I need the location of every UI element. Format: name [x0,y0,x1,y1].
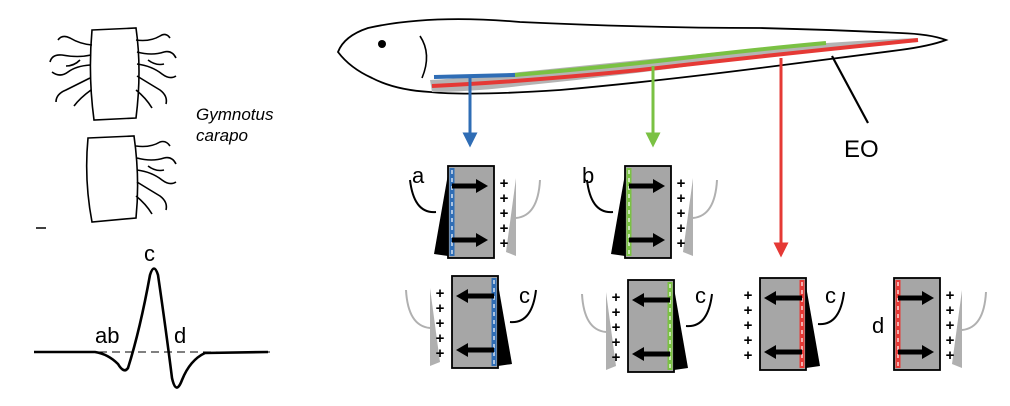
current-arrowhead [632,293,644,307]
panel-c-green: +++++c [581,279,713,373]
electrocyte-sketch-bottom [85,135,177,223]
electrocyte-body [893,277,941,371]
nerve-fiber [409,179,437,214]
electrocyte-body [624,165,672,259]
panel-label: c [825,283,836,308]
panel-label: c [695,283,706,308]
plus-sign: + [436,330,445,347]
nerve-blue [433,73,516,79]
panel-b: +++++b [582,163,718,259]
fish [336,18,949,95]
nerve-red [431,38,919,88]
gray-nerve-fiber [405,289,431,329]
electrocyte-body [447,165,495,259]
plus-sign: + [744,347,753,364]
plus-sign: + [612,334,621,351]
current-arrowhead [764,345,776,359]
plus-sign: + [677,205,686,222]
current-arrowhead [456,289,468,303]
nerve-fiber [586,179,614,214]
waveform-label-ab: ab [95,323,119,348]
innervation-wedge [434,174,448,256]
plus-sign: + [946,302,955,319]
nerve-fiber [685,293,713,328]
gray-wedge [952,290,962,368]
panel-c-blue: +++++c [405,275,537,369]
plus-sign: + [500,235,509,252]
gray-wedge [430,288,440,366]
panel-a: +++++a [409,163,541,259]
innervation-wedge [674,288,688,370]
gray-wedge [683,178,693,256]
plus-sign: + [946,317,955,334]
plus-sign: + [436,315,445,332]
plus-sign: + [436,285,445,302]
species-name-line2: carapo [196,126,248,145]
fish-body-outline [336,18,949,95]
gray-wedge [606,292,616,370]
plus-sign: + [744,302,753,319]
plus-sign: + [500,190,509,207]
plus-sign: + [677,175,686,192]
plus-sign: + [500,175,509,192]
innervation-wedge [806,286,820,368]
current-arrowhead [653,179,665,193]
current-arrowhead [456,343,468,357]
plus-sign: + [744,287,753,304]
gray-wedge [506,178,516,256]
plus-sign: + [744,317,753,334]
innervation-wedge [498,284,512,366]
waveform-label-c: c [144,241,155,266]
plus-sign: + [500,220,509,237]
panel-label: d [872,313,884,338]
plus-sign: + [677,190,686,207]
plus-sign: + [744,332,753,349]
current-arrowhead [922,291,934,305]
fish-gill [419,35,428,79]
panel-label: c [519,283,530,308]
plus-sign: + [500,205,509,222]
electrocyte-sketch-top [49,27,177,121]
plus-sign: + [436,300,445,317]
plus-sign: + [677,235,686,252]
panel-d: +++++d [872,277,987,371]
plus-sign: + [612,304,621,321]
plus-sign: + [677,220,686,237]
nerve-green [514,41,827,77]
waveform-label-d: d [174,323,186,348]
current-arrowhead [476,233,488,247]
gray-nerve-fiber [961,291,987,331]
eo-label: EO [844,136,879,163]
gray-nerve-fiber [692,179,718,219]
fish-eye [378,40,386,48]
plus-sign: + [612,349,621,366]
current-arrowhead [764,291,776,305]
innervation-wedge [611,174,625,256]
nerve-fiber [509,289,537,324]
plus-sign: + [946,347,955,364]
current-arrowhead [922,345,934,359]
plus-sign: + [436,345,445,362]
plus-sign: + [946,332,955,349]
electrocyte-body [627,279,675,373]
plus-sign: + [946,287,955,304]
plus-sign: + [612,319,621,336]
eod-waveform: c ab d [34,227,270,389]
panel-c-red: +++++c [744,277,845,371]
electrocyte-body [451,275,499,369]
current-arrowhead [653,233,665,247]
panel-label: a [412,163,425,188]
gray-nerve-fiber [581,293,607,333]
gray-nerve-fiber [515,179,541,219]
plus-sign: + [612,289,621,306]
electrocyte-body [759,277,807,371]
current-arrowhead [632,347,644,361]
panel-label: b [582,163,594,188]
species-name-line1: Gymnotus [196,105,274,124]
electrocyte-panels: +++++a+++++b+++++c+++++c+++++c+++++d [405,163,987,373]
current-arrowhead [476,179,488,193]
eo-pointer [831,55,869,124]
nerve-fiber [817,291,845,326]
